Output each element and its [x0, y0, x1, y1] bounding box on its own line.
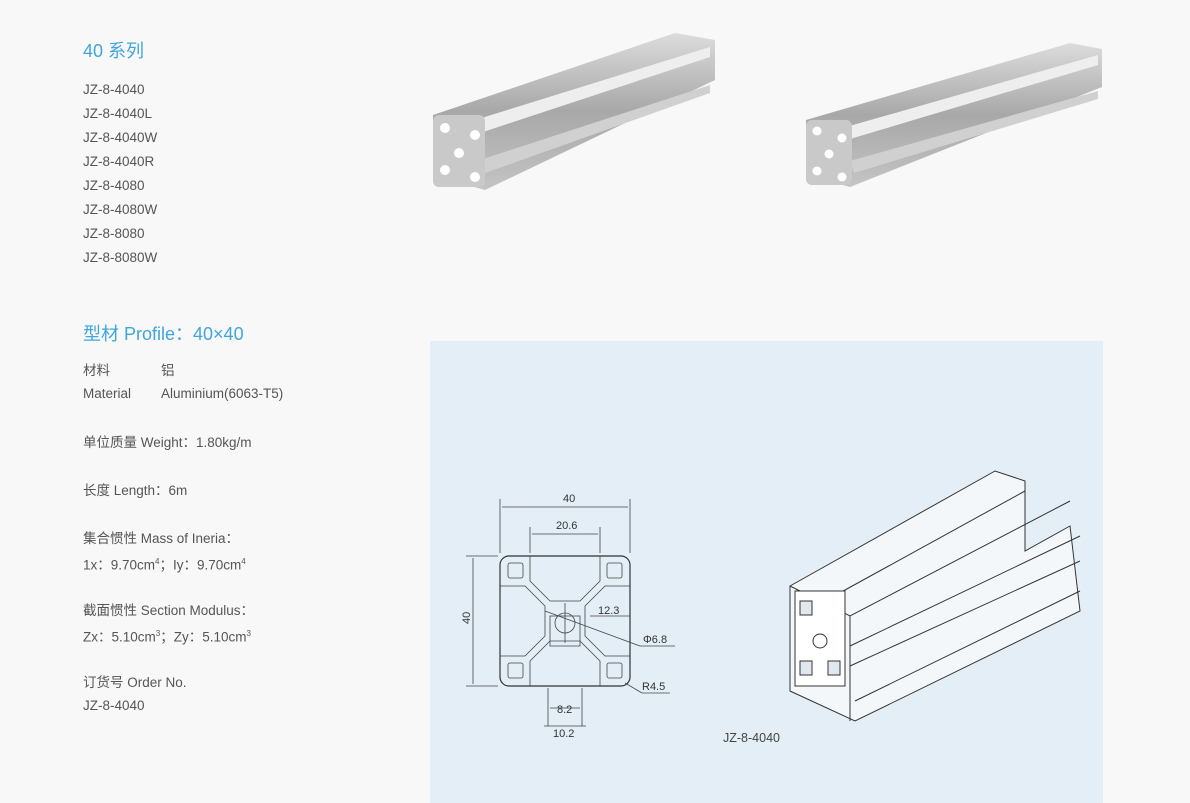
dim-height: 40: [461, 612, 473, 624]
technical-drawing-panel: 40 20.6 40 12.3 Φ6.8 R4.5 8.2 10.2 JZ-8-…: [430, 341, 1103, 803]
modulus-zy: ；Zy：5.10cm: [160, 629, 247, 645]
model-link[interactable]: JZ-8-4040R: [83, 154, 155, 169]
material-cn-label: 材料: [83, 363, 110, 378]
exponent: 4: [241, 557, 246, 566]
inertia-spec: 集合惯性 Mass of Ineria： 1x：9.70cm4；Iy：9.70c…: [83, 527, 246, 577]
dim-radius: R4.5: [642, 681, 665, 693]
model-link[interactable]: JZ-8-4040W: [83, 130, 158, 145]
order-value: JZ-8-4040: [83, 698, 145, 713]
material-en-value: Aluminium(6063-T5): [161, 386, 284, 401]
product-image-2: [806, 43, 1102, 187]
order-label: 订货号 Order No.: [83, 675, 187, 690]
material-en-label: Material: [83, 386, 132, 401]
modulus-zx: Zx：5.10cm: [83, 629, 156, 645]
material-cn-value: 铝: [161, 363, 175, 378]
dim-center: 12.3: [598, 605, 619, 617]
material-spec: 材料 铝 Material Aluminium(6063-T5): [83, 359, 283, 405]
dim-width: 40: [563, 493, 575, 505]
cross-section-drawing: 40 20.6 40 12.3 Φ6.8 R4.5 8.2 10.2: [461, 493, 675, 740]
product-image-1: [433, 33, 715, 190]
drawing-caption: JZ-8-4040: [723, 731, 780, 745]
modulus-label: 截面惯性 Section Modulus：: [83, 603, 255, 618]
dim-slot-span: 20.6: [556, 520, 577, 532]
dim-slot-outer: 10.2: [553, 728, 574, 740]
model-link[interactable]: JZ-8-4080W: [83, 202, 158, 217]
exponent: 4: [155, 557, 160, 566]
inertia-ix: 1x：9.70cm: [83, 557, 156, 573]
modulus-spec: 截面惯性 Section Modulus： Zx：5.10cm3；Zy：5.10…: [83, 599, 254, 649]
model-link[interactable]: JZ-8-8080: [83, 226, 145, 241]
model-list: JZ-8-4040 JZ-8-4040L JZ-8-4040W JZ-8-404…: [83, 78, 157, 270]
model-link[interactable]: JZ-8-4040L: [83, 106, 153, 121]
inertia-iy: ；Iy：9.70cm: [159, 557, 242, 573]
isometric-drawing: [789, 470, 1081, 722]
series-title: 40 系列: [83, 41, 145, 61]
dim-hole: Φ6.8: [643, 634, 667, 646]
exponent: 3: [246, 629, 251, 638]
model-link[interactable]: JZ-8-4080: [83, 178, 145, 193]
model-link[interactable]: JZ-8-8080W: [83, 250, 158, 265]
exponent: 3: [155, 629, 161, 638]
length-spec: 长度 Length：6m: [83, 483, 188, 498]
inertia-label: 集合惯性 Mass of Ineria：: [83, 531, 240, 546]
dim-slot-inner: 8.2: [557, 704, 572, 716]
order-spec: 订货号 Order No. JZ-8-4040: [83, 671, 187, 717]
profile-title: 型材 Profile：40×40: [83, 324, 244, 344]
weight-spec: 单位质量 Weight：1.80kg/m: [83, 435, 252, 450]
model-link[interactable]: JZ-8-4040: [83, 82, 145, 97]
